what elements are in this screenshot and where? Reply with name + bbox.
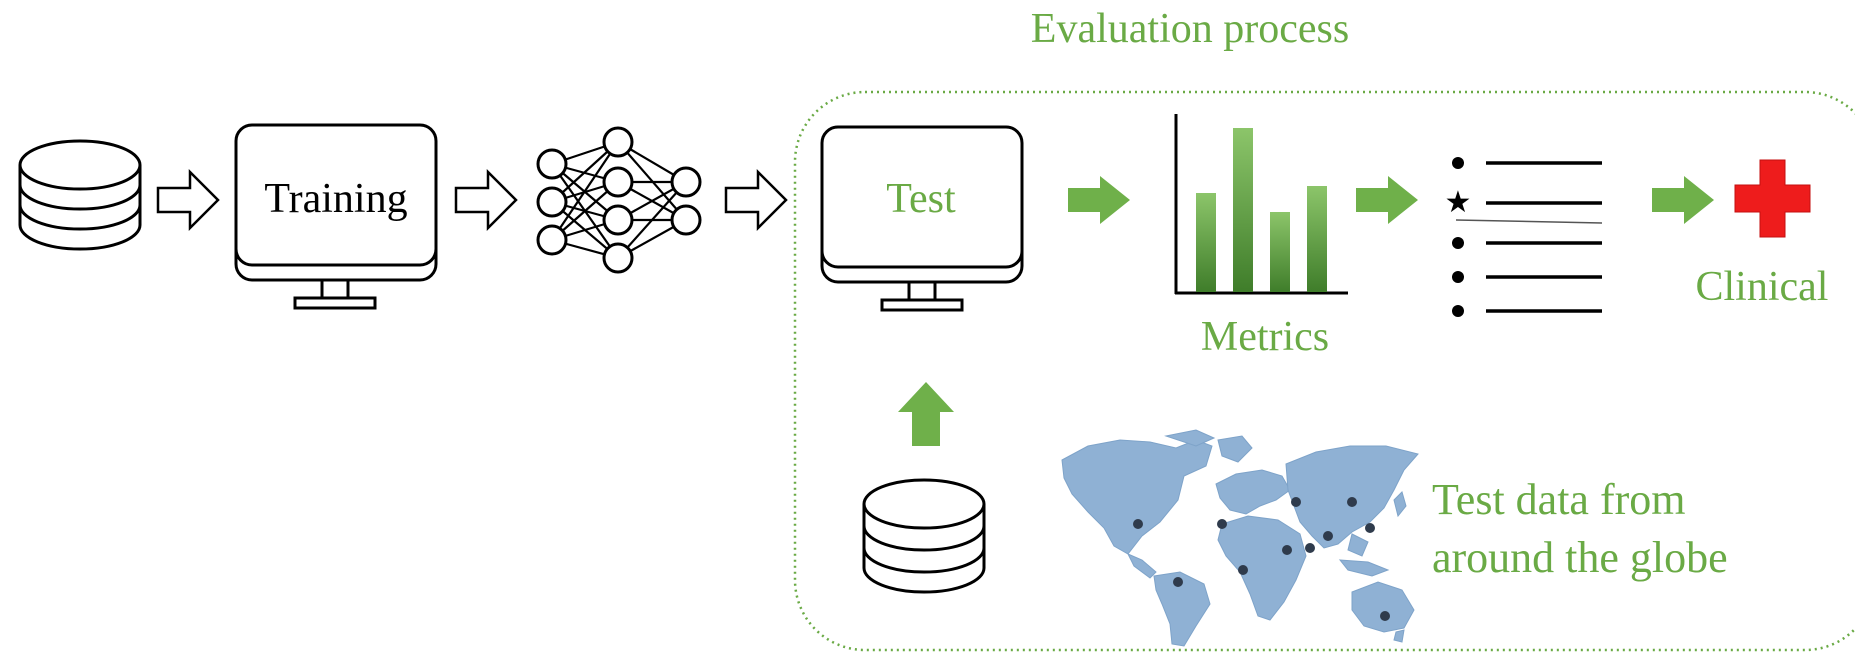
map-site-dot [1380, 611, 1390, 621]
green-arrow-up-to-test [898, 382, 954, 446]
map-site-dot [1305, 543, 1315, 553]
ranked-list-icon: ★ [1445, 157, 1603, 317]
star-icon: ★ [1445, 185, 1472, 220]
map-site-dot [1365, 523, 1375, 533]
medical-cross-icon [1734, 159, 1811, 238]
map-site-dots [1133, 497, 1390, 621]
test-database-icon [862, 478, 986, 594]
map-site-dot [1323, 531, 1333, 541]
globe-caption-line2: around the globe [1432, 533, 1728, 582]
neural-network-icon [536, 126, 702, 274]
test-monitor-icon [820, 125, 1024, 312]
test-label: Test [886, 176, 956, 222]
map-site-dot [1133, 519, 1143, 529]
green-arrow-to-metrics [1068, 176, 1130, 224]
globe-caption-line1: Test data from [1432, 475, 1686, 524]
metrics-label: Metrics [1201, 314, 1329, 360]
flow-arrow-2 [454, 168, 518, 232]
world-map-icon [1061, 429, 1419, 647]
monitor-icon [234, 123, 438, 310]
map-site-dot [1217, 519, 1227, 529]
map-site-dot [1347, 497, 1357, 507]
evaluation-boundary [793, 90, 1855, 652]
flow-arrow-1 [156, 168, 220, 232]
clinical-label: Clinical [1696, 264, 1829, 310]
map-site-dot [1291, 497, 1301, 507]
training-label: Training [264, 176, 407, 222]
database-icon [18, 139, 142, 251]
map-site-dot [1282, 545, 1292, 555]
flow-arrow-3 [724, 168, 788, 232]
map-site-dot [1173, 577, 1183, 587]
bar-chart-icon [1174, 114, 1348, 295]
map-site-dot [1238, 565, 1248, 575]
evaluation-title: Evaluation process [1031, 6, 1349, 52]
green-arrow-to-ranking [1356, 176, 1418, 224]
green-arrow-to-clinical [1652, 176, 1714, 224]
